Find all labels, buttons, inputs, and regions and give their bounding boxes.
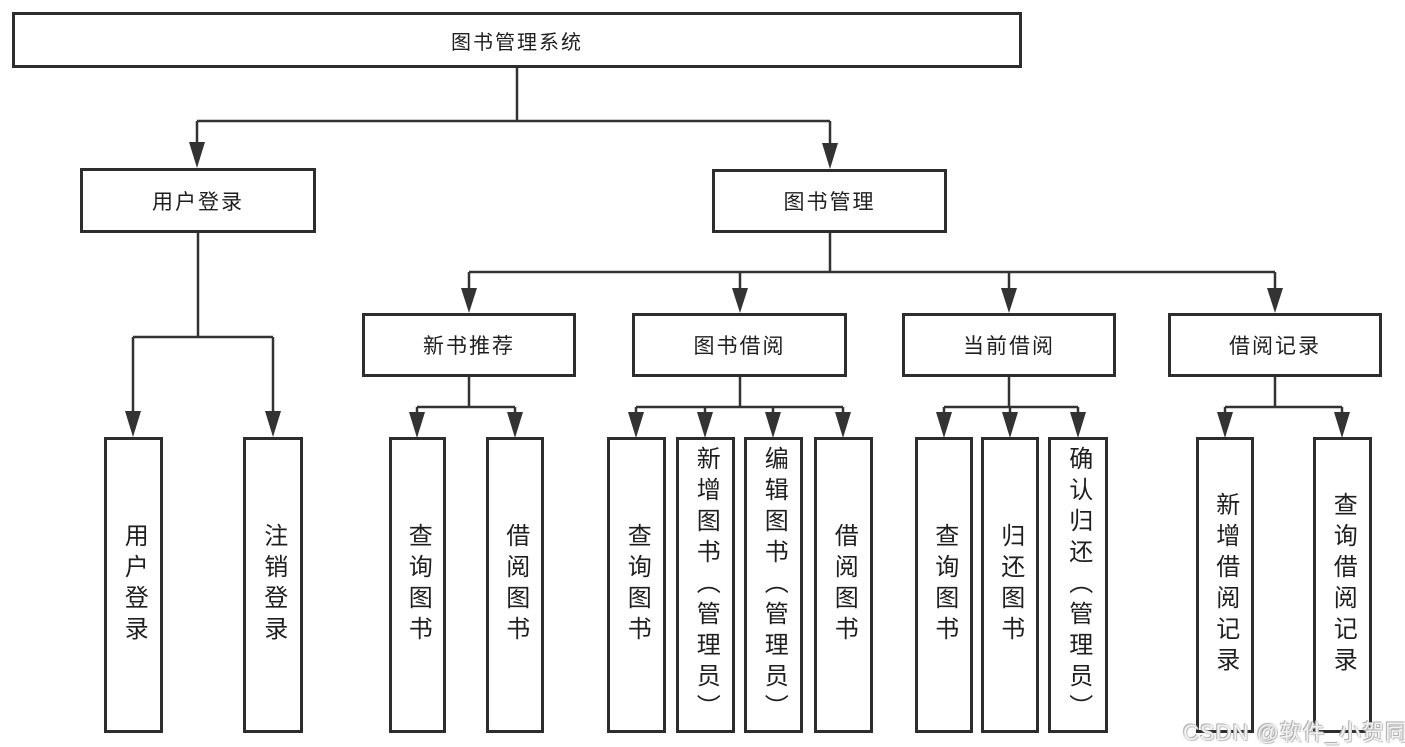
- node-leaf-return-book: 归还图书: [981, 437, 1039, 733]
- arrow-down-icon: [1001, 288, 1017, 313]
- node-leaf-confirm-return-admin: 确认归还（管理员）: [1048, 437, 1108, 733]
- connector-root-to-level2: [195, 68, 832, 144]
- arrow-down-icon: [628, 412, 644, 438]
- arrow-down-icon: [1267, 288, 1283, 313]
- connector-userlogin-to-leaves: [131, 233, 275, 412]
- node-leaf-query-book-current: 查询图书: [915, 437, 973, 733]
- arrow-down-icon: [409, 412, 425, 438]
- connector-bookmgmt-to-level3: [467, 233, 1277, 290]
- arrow-down-icon: [1002, 412, 1018, 438]
- node-book-management: 图书管理: [712, 169, 947, 233]
- arrow-down-icon: [822, 143, 838, 169]
- arrow-down-icon: [461, 288, 477, 313]
- node-leaf-borrow-book: 借阅图书: [814, 437, 873, 733]
- node-leaf-logout: 注销登录: [243, 437, 303, 733]
- node-new-book-recommend: 新书推荐: [362, 313, 576, 377]
- connector-current-to-leaves: [942, 377, 1080, 413]
- arrow-down-icon: [1217, 412, 1233, 438]
- arrow-down-icon: [1334, 412, 1350, 438]
- node-leaf-query-borrow-record: 查询借阅记录: [1313, 437, 1372, 733]
- arrowheads: [125, 142, 1350, 438]
- node-leaf-add-book-admin: 新增图书（管理员）: [676, 437, 735, 733]
- node-borrow-record: 借阅记录: [1168, 313, 1382, 377]
- connector-record-to-leaves: [1223, 377, 1344, 413]
- arrow-down-icon: [189, 142, 205, 168]
- node-book-borrow: 图书借阅: [632, 313, 847, 377]
- node-library-system: 图书管理系统: [12, 12, 1022, 68]
- arrow-down-icon: [835, 412, 851, 438]
- node-leaf-user-login: 用户登录: [104, 437, 163, 733]
- arrow-down-icon: [265, 411, 281, 437]
- node-user-login: 用户登录: [80, 168, 316, 233]
- csdn-watermark: CSDN @软件_小贺同学: [1183, 720, 1405, 745]
- arrow-down-icon: [697, 412, 713, 438]
- arrow-down-icon: [936, 412, 952, 438]
- connector-borrow-to-leaves: [634, 377, 845, 413]
- arrow-down-icon: [1070, 412, 1086, 438]
- node-leaf-borrow-book-rec: 借阅图书: [486, 437, 544, 733]
- arrow-down-icon: [732, 288, 748, 313]
- connector-newbook-to-leaves: [415, 377, 517, 413]
- node-leaf-query-book-borrow: 查询图书: [607, 437, 666, 733]
- node-leaf-add-borrow-record: 新增借阅记录: [1196, 437, 1254, 733]
- node-current-borrow: 当前借阅: [902, 313, 1116, 377]
- node-leaf-edit-book-admin: 编辑图书（管理员）: [744, 437, 803, 733]
- arrow-down-icon: [125, 411, 141, 437]
- arrow-down-icon: [507, 412, 523, 438]
- arrow-down-icon: [765, 412, 781, 438]
- node-leaf-query-book-rec: 查询图书: [389, 437, 446, 733]
